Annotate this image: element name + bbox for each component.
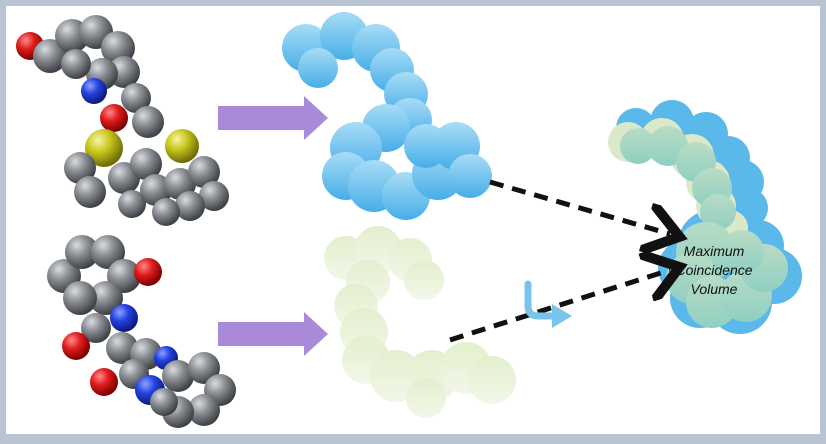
green-volume (324, 226, 516, 418)
diagram-canvas (16, 12, 802, 428)
arrow-right-bottom (218, 312, 328, 356)
molecule-1 (16, 15, 229, 226)
figure: Maximum Coincidence Volume (6, 6, 820, 434)
label-line-1: Maximum (683, 243, 745, 259)
dashed-arrow-top (489, 179, 670, 234)
dashed-arrow-bottom (449, 270, 670, 343)
blue-volume (282, 12, 492, 220)
rotate-icon (524, 280, 572, 328)
label-line-2: Coincidence (675, 262, 753, 278)
arrow-right-top (218, 96, 328, 140)
maximum-coincidence-volume-label: Maximum Coincidence Volume (654, 242, 774, 299)
molecule-2 (47, 235, 236, 428)
label-line-3: Volume (690, 281, 738, 297)
